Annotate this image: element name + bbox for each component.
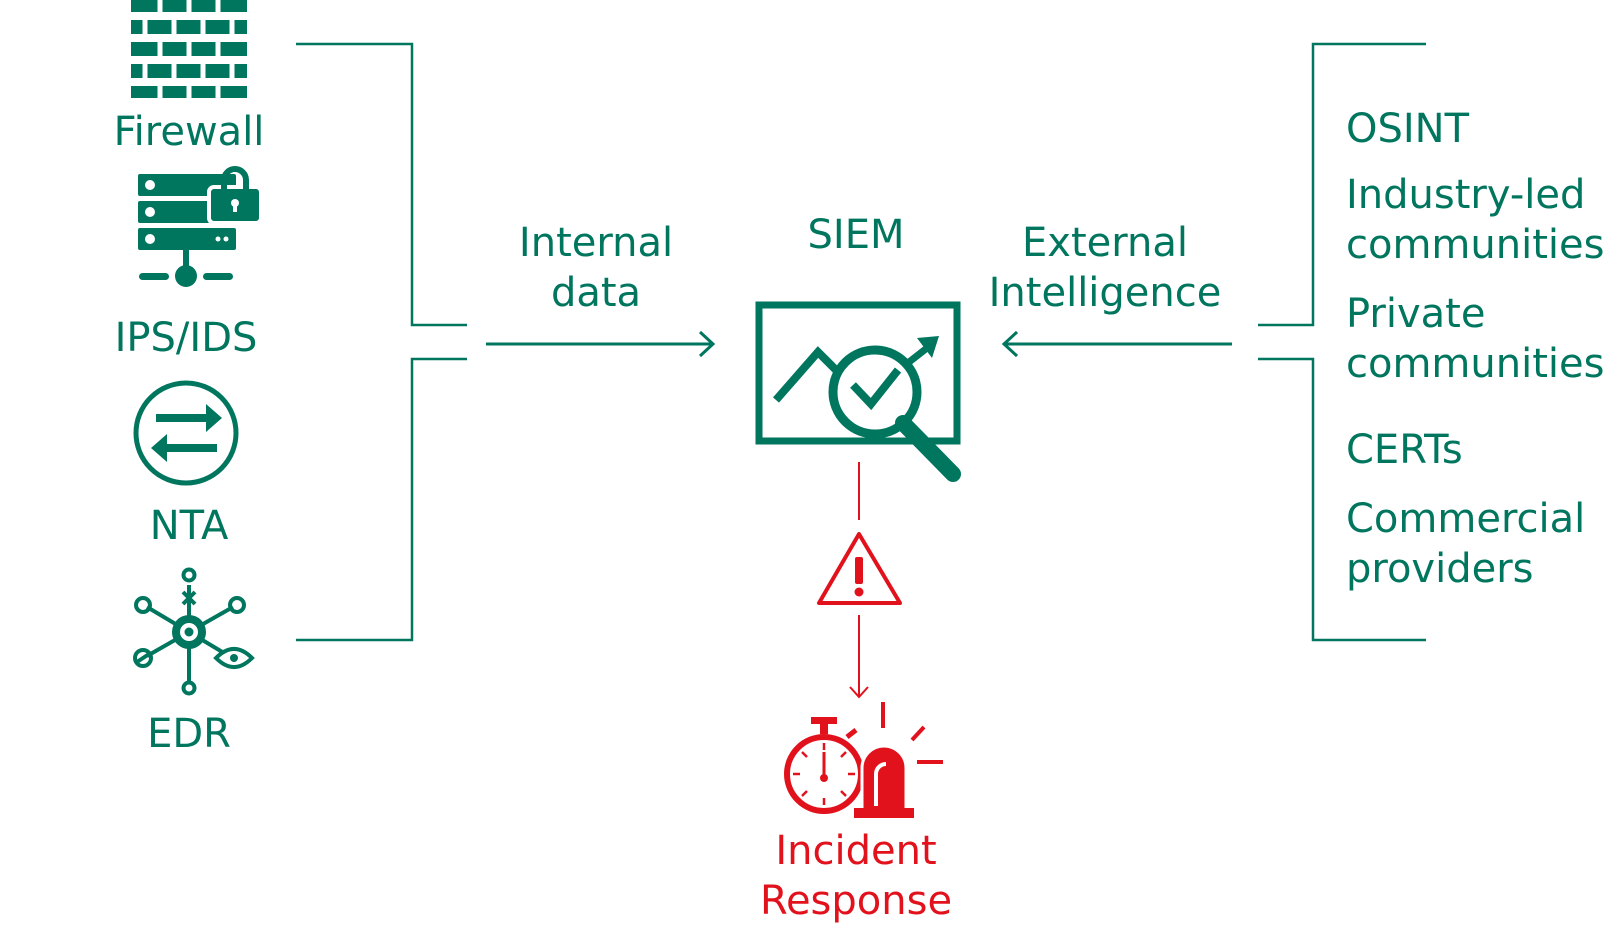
server-lock-icon: [138, 166, 263, 287]
edr-label: EDR: [147, 711, 231, 757]
nta-label: NTA: [149, 503, 229, 549]
firewall-icon: [131, 0, 247, 98]
internal-data-label: Internal data: [518, 220, 674, 316]
external-sources-bracket: [1258, 42, 1426, 642]
internal-sources-bracket: [296, 42, 467, 642]
alert-to-incident-arrow: [849, 615, 869, 699]
siem-label: SIEM: [807, 212, 905, 258]
intel-source-commercial: Commercial providers: [1346, 496, 1586, 592]
stopwatch-alarm-icon: [784, 702, 943, 818]
firewall-label: Firewall: [113, 109, 265, 155]
external-intelligence-label: External Intelligence: [988, 220, 1222, 316]
intel-source-private: Private communities: [1346, 291, 1605, 387]
external-intelligence-arrow: [1001, 330, 1232, 358]
internal-data-arrow: [486, 330, 716, 358]
endpoint-network-icon: [133, 567, 255, 696]
intel-source-osint: OSINT: [1346, 106, 1470, 152]
exchange-arrows-icon: [133, 380, 239, 486]
intel-source-industry: Industry-led communities: [1346, 172, 1605, 268]
ips-ids-label: IPS/IDS: [114, 315, 258, 361]
warning-triangle-icon: [817, 532, 902, 605]
incident-response-label: Incident Response: [759, 828, 953, 924]
monitor-magnifier-icon: [755, 301, 961, 482]
intel-source-certs: CERTs: [1346, 427, 1463, 473]
